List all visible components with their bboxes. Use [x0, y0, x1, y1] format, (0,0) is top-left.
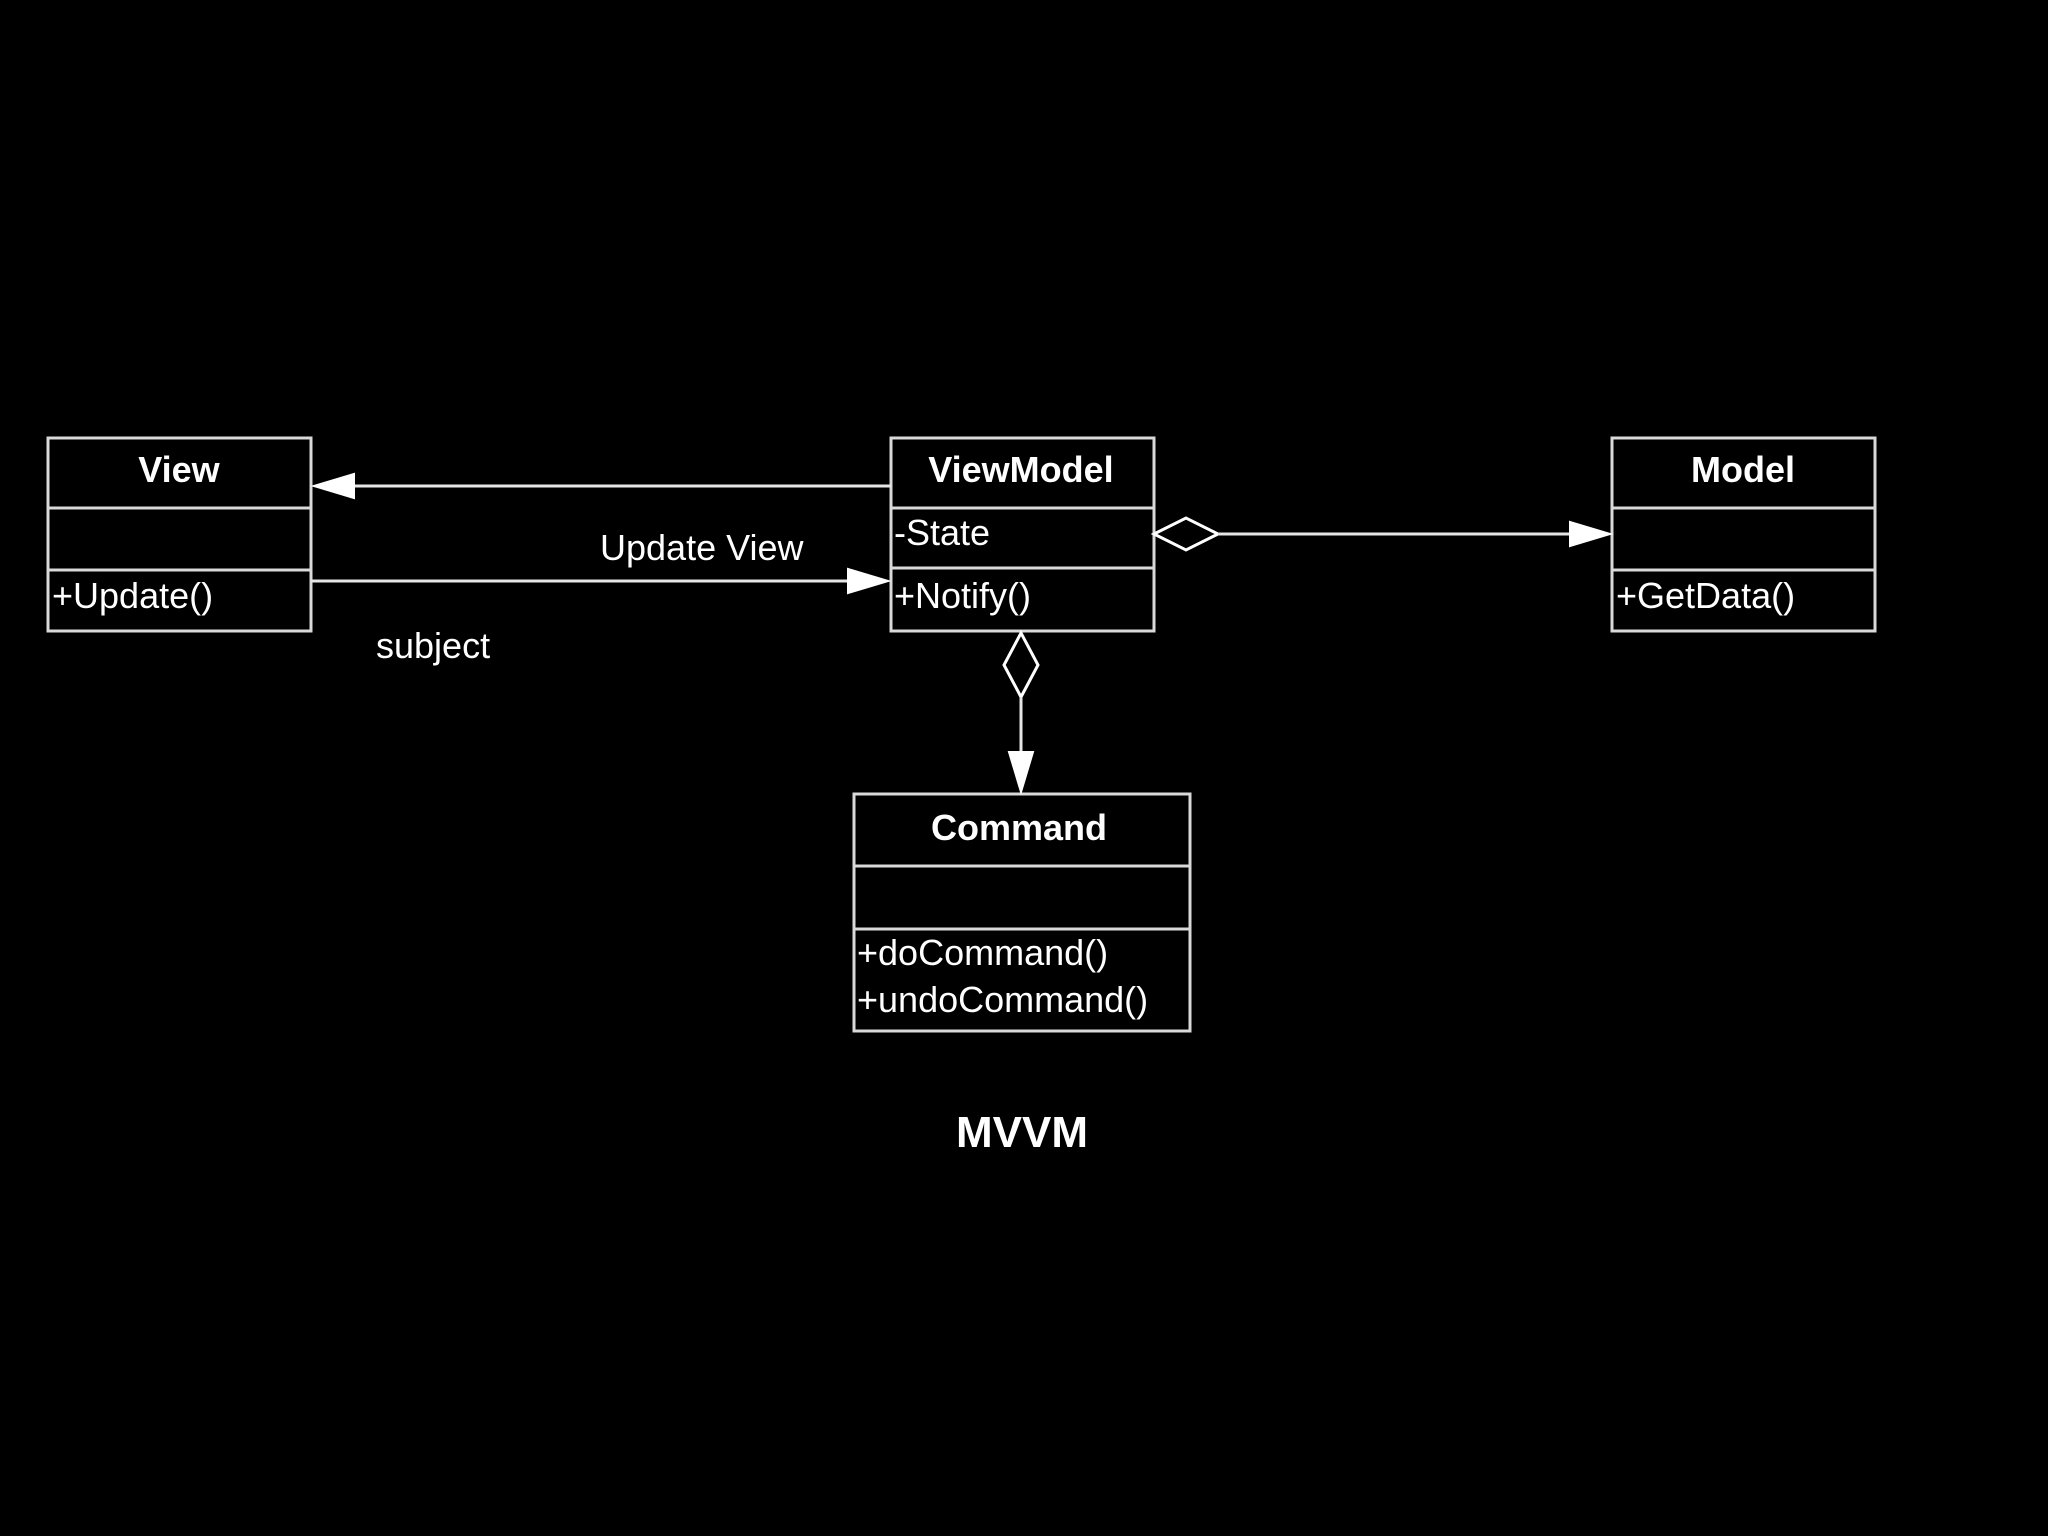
edge-viewmodel-to-view-arrowhead	[310, 472, 355, 500]
class-command-name: Command	[931, 807, 1107, 848]
class-viewmodel-attribute-state: -State	[894, 512, 990, 553]
class-view-method-update: +Update()	[52, 575, 213, 616]
class-viewmodel-name: ViewModel	[928, 449, 1113, 490]
edge-viewmodel-to-model	[1150, 516, 1614, 552]
edge-viewmodel-to-command	[1002, 629, 1040, 796]
class-command-box	[852, 792, 1192, 1033]
class-model-box	[1610, 436, 1877, 633]
aggregation-diamond-model	[1150, 516, 1222, 552]
edge-viewmodel-to-command-arrowhead	[1007, 751, 1035, 796]
edge-viewmodel-to-model-arrowhead	[1569, 520, 1614, 548]
edge-viewmodel-to-view	[310, 472, 891, 500]
aggregation-diamond-command	[1002, 629, 1040, 701]
class-model-method-getdata: +GetData()	[1616, 575, 1795, 616]
edge-label-update-view: Update View	[600, 527, 804, 568]
class-command-method-undocommand: +undoCommand()	[857, 979, 1148, 1020]
edge-view-to-viewmodel-arrowhead	[847, 567, 892, 595]
class-model-name: Model	[1691, 449, 1795, 490]
diagram-caption: MVVM	[956, 1108, 1088, 1157]
edge-label-subject: subject	[376, 625, 490, 666]
class-viewmodel-method-notify: +Notify()	[894, 575, 1031, 616]
class-command[interactable]: Command +doCommand() +undoCommand()	[852, 792, 1192, 1033]
class-view-box	[46, 436, 313, 633]
edge-view-to-viewmodel: Update View subject	[311, 527, 892, 666]
class-model[interactable]: Model +GetData()	[1610, 436, 1877, 633]
class-command-method-docommand: +doCommand()	[857, 932, 1108, 973]
class-view[interactable]: View +Update()	[46, 436, 313, 633]
class-view-name: View	[138, 449, 220, 490]
class-viewmodel[interactable]: ViewModel -State +Notify()	[889, 436, 1156, 633]
